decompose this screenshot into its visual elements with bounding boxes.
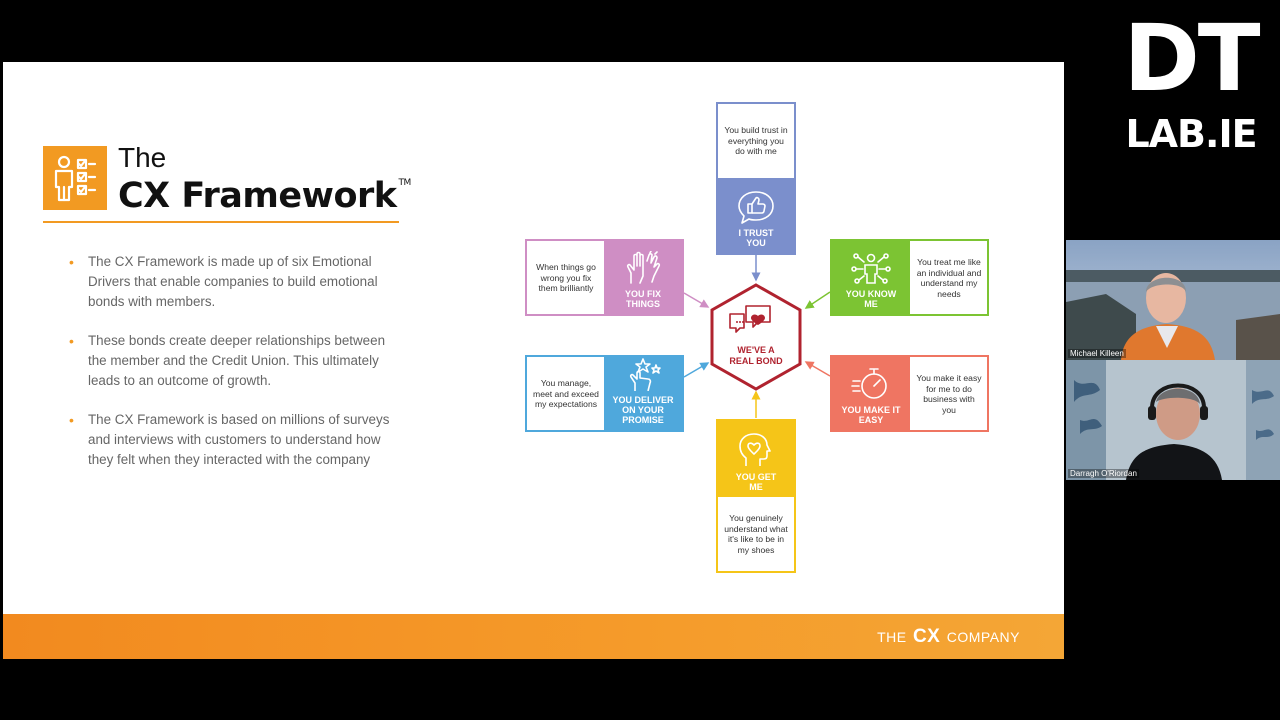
- bullet-item: The CX Framework is based on millions of…: [67, 410, 407, 470]
- driver-description: When things go wrong you fix them brilli…: [536, 262, 596, 294]
- driver-description: You build trust in everything you do wit…: [724, 125, 788, 157]
- driver-label-box: YOU KNOW ME: [832, 241, 910, 314]
- connector-fix: [683, 292, 710, 308]
- driver-you-deliver-on-your-promise: You manage, meet and exceed my expectati…: [525, 355, 684, 432]
- driver-label: YOU DELIVER ON YOUR PROMISE: [612, 395, 674, 425]
- dtlab-logo-bottom: LAB.IE: [1125, 112, 1257, 156]
- dtlab-logo: DT LAB.IE: [1108, 10, 1274, 170]
- connector-know: [804, 291, 831, 309]
- driver-label: YOU FIX THINGS: [624, 289, 661, 309]
- driver-description: You treat me like an individual and unde…: [916, 257, 982, 299]
- driver-label: YOU GET ME: [735, 472, 777, 492]
- participant-video-tile[interactable]: Darragh O'Riordan: [1066, 360, 1280, 480]
- driver-label: YOU KNOW ME: [845, 289, 897, 309]
- cx-framework-logo-icon: [43, 146, 107, 210]
- driver-description: You genuinely understand what it's like …: [724, 513, 788, 555]
- bullet-list: The CX Framework is made up of six Emoti…: [67, 252, 407, 489]
- title-underline: [43, 221, 399, 223]
- driver-you-get-me: YOU GET ME You genuinely understand what…: [716, 419, 796, 573]
- driver-i-trust-you: You build trust in everything you do wit…: [716, 102, 796, 255]
- driver-label-box: YOU MAKE IT EASY: [832, 357, 910, 430]
- dtlab-logo-top: DT: [1123, 5, 1260, 112]
- driver-label-box: YOU DELIVER ON YOUR PROMISE: [604, 357, 682, 430]
- driver-description: You manage, meet and exceed my expectati…: [533, 378, 599, 410]
- brand-company: COMPANY: [946, 629, 1020, 645]
- driver-label-box: YOU GET ME: [718, 421, 794, 497]
- driver-label: YOU MAKE IT EASY: [841, 405, 901, 425]
- connector-easy: [804, 361, 831, 377]
- driver-you-fix-things: When things go wrong you fix them brilli…: [525, 239, 684, 316]
- bullet-item: The CX Framework is made up of six Emoti…: [67, 252, 407, 312]
- driver-label-box: YOU FIX THINGS: [604, 241, 682, 314]
- cx-company-brand: THE CX COMPANY: [877, 626, 1020, 648]
- participant-name: Darragh O'Riordan: [1068, 469, 1139, 478]
- thumbs-up-chat-icon: [738, 191, 774, 224]
- driver-label: I TRUST YOU: [738, 228, 774, 248]
- participant-name: Michael Killeen: [1068, 349, 1126, 358]
- slide-footer-bar: THE CX COMPANY: [3, 614, 1064, 659]
- stopwatch-icon: [851, 368, 887, 399]
- trademark-mark: TM: [398, 178, 412, 188]
- driver-label-box: I TRUST YOU: [718, 178, 794, 253]
- participant-video-feed: [1066, 240, 1280, 360]
- participant-video-feed: [1066, 360, 1280, 480]
- diagram-connectors: [683, 254, 831, 418]
- driver-you-know-me: YOU KNOW ME You treat me like an individ…: [830, 239, 989, 316]
- brand-the: THE: [877, 629, 907, 645]
- hand-stars-icon: [629, 358, 661, 391]
- slide-title-text: CX Framework: [118, 176, 397, 216]
- participant-video-tile[interactable]: Michael Killeen: [1066, 240, 1280, 360]
- driver-you-make-it-easy: YOU MAKE IT EASY You make it easy for me…: [830, 355, 989, 432]
- real-bond-label: WE'VE A REAL BOND: [729, 345, 783, 366]
- slide-title-the: The: [118, 142, 167, 173]
- connector-deliver: [683, 362, 710, 378]
- driver-description: You make it easy for me to do business w…: [916, 373, 982, 415]
- person-network-icon: [851, 253, 891, 284]
- bullet-item: These bonds create deeper relationships …: [67, 331, 407, 391]
- real-bond-hexagon: WE'VE A REAL BOND: [708, 282, 804, 392]
- head-heart-icon: [739, 433, 771, 466]
- brand-cx: CX: [912, 626, 941, 647]
- hands-clap-icon: [626, 251, 661, 284]
